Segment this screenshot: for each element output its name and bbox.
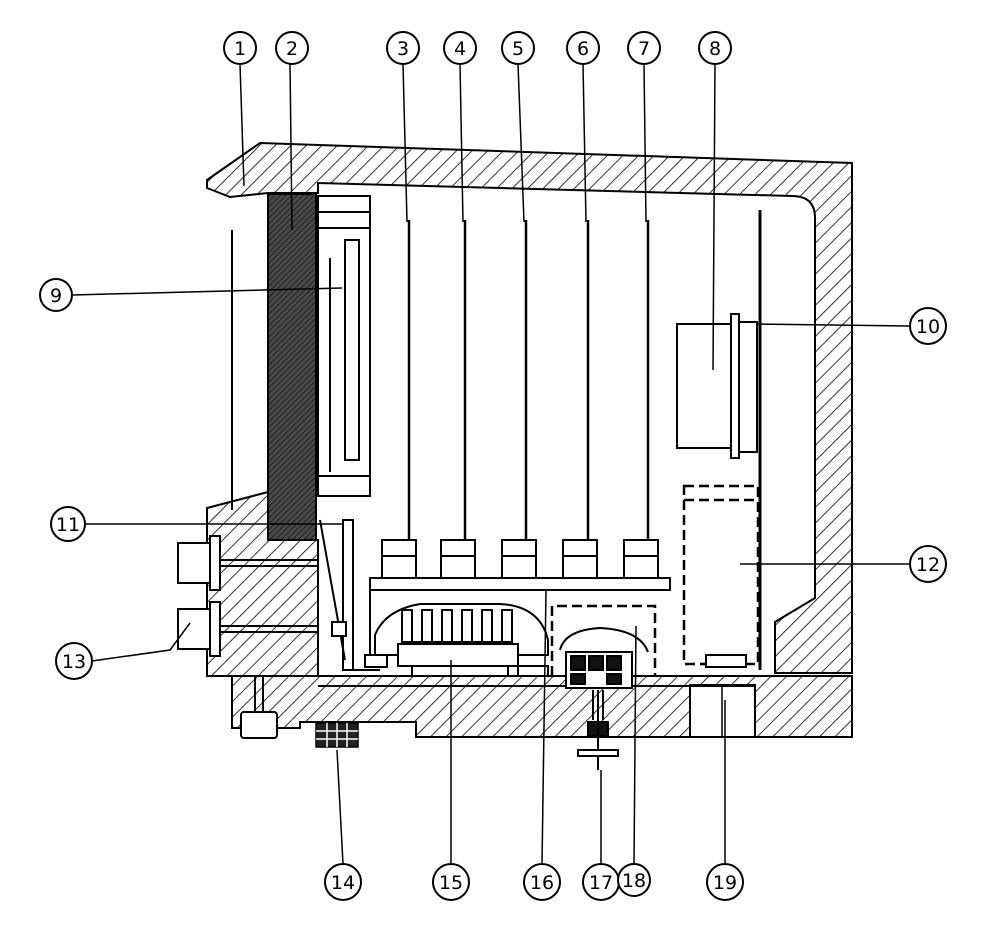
callout-labels: 1 2 3 4 5 6 7 8 9 10 11 12 13 14 15 16 1… — [50, 38, 940, 894]
mesh-filter — [315, 722, 359, 748]
internal-bracket — [319, 519, 380, 671]
module-box — [676, 313, 758, 459]
callout-circle-8 — [698, 31, 732, 65]
sensor-assembly — [559, 626, 649, 770]
callout-label-8: 8 — [709, 38, 721, 60]
callout-circle-2 — [275, 31, 309, 65]
plug-in-cards — [407, 210, 762, 670]
callout-label-11: 11 — [56, 514, 80, 536]
callout-label-10: 10 — [916, 316, 940, 338]
callout-circle-14 — [324, 863, 362, 901]
card-connectors — [381, 539, 659, 579]
callout-label-14: 14 — [331, 872, 355, 894]
callout-label-15: 15 — [439, 872, 463, 894]
callout-label-13: 13 — [62, 651, 86, 673]
dashed-component — [682, 484, 760, 666]
callout-circle-18 — [617, 863, 651, 897]
callout-circle-12 — [909, 545, 947, 583]
callout-circle-3 — [386, 31, 420, 65]
sensor-cover — [550, 604, 657, 676]
callout-circle-4 — [443, 31, 477, 65]
front-board-assembly — [317, 195, 371, 497]
callout-balloons — [39, 31, 947, 901]
callout-circle-10 — [909, 307, 947, 345]
callout-circle-15 — [432, 863, 470, 901]
leader-lines — [71, 63, 911, 865]
callout-label-7: 7 — [638, 38, 650, 60]
callout-circle-6 — [566, 31, 600, 65]
callout-circle-5 — [501, 31, 535, 65]
callout-circle-7 — [627, 31, 661, 65]
callout-label-16: 16 — [530, 872, 554, 894]
dark-panel — [267, 193, 317, 541]
callout-circle-16 — [523, 863, 561, 901]
backplane — [369, 577, 671, 668]
heatsink — [364, 603, 549, 677]
callout-label-5: 5 — [512, 38, 524, 60]
callout-label-9: 9 — [50, 285, 62, 307]
callout-label-18: 18 — [622, 870, 646, 892]
callout-label-12: 12 — [916, 554, 940, 576]
callout-label-3: 3 — [397, 38, 409, 60]
component-foot — [705, 654, 747, 668]
callout-circle-9 — [39, 278, 73, 312]
callout-label-19: 19 — [713, 872, 737, 894]
callout-circle-19 — [706, 863, 744, 901]
front-connectors — [177, 535, 318, 657]
callout-label-2: 2 — [286, 38, 298, 60]
callout-label-17: 17 — [589, 872, 613, 894]
bottom-feet — [240, 676, 278, 739]
callout-label-6: 6 — [577, 38, 589, 60]
callout-circle-1 — [223, 31, 257, 65]
callout-label-4: 4 — [454, 38, 466, 60]
callout-circle-13 — [55, 642, 93, 680]
callout-label-1: 1 — [234, 38, 246, 60]
callout-circle-11 — [50, 506, 86, 542]
